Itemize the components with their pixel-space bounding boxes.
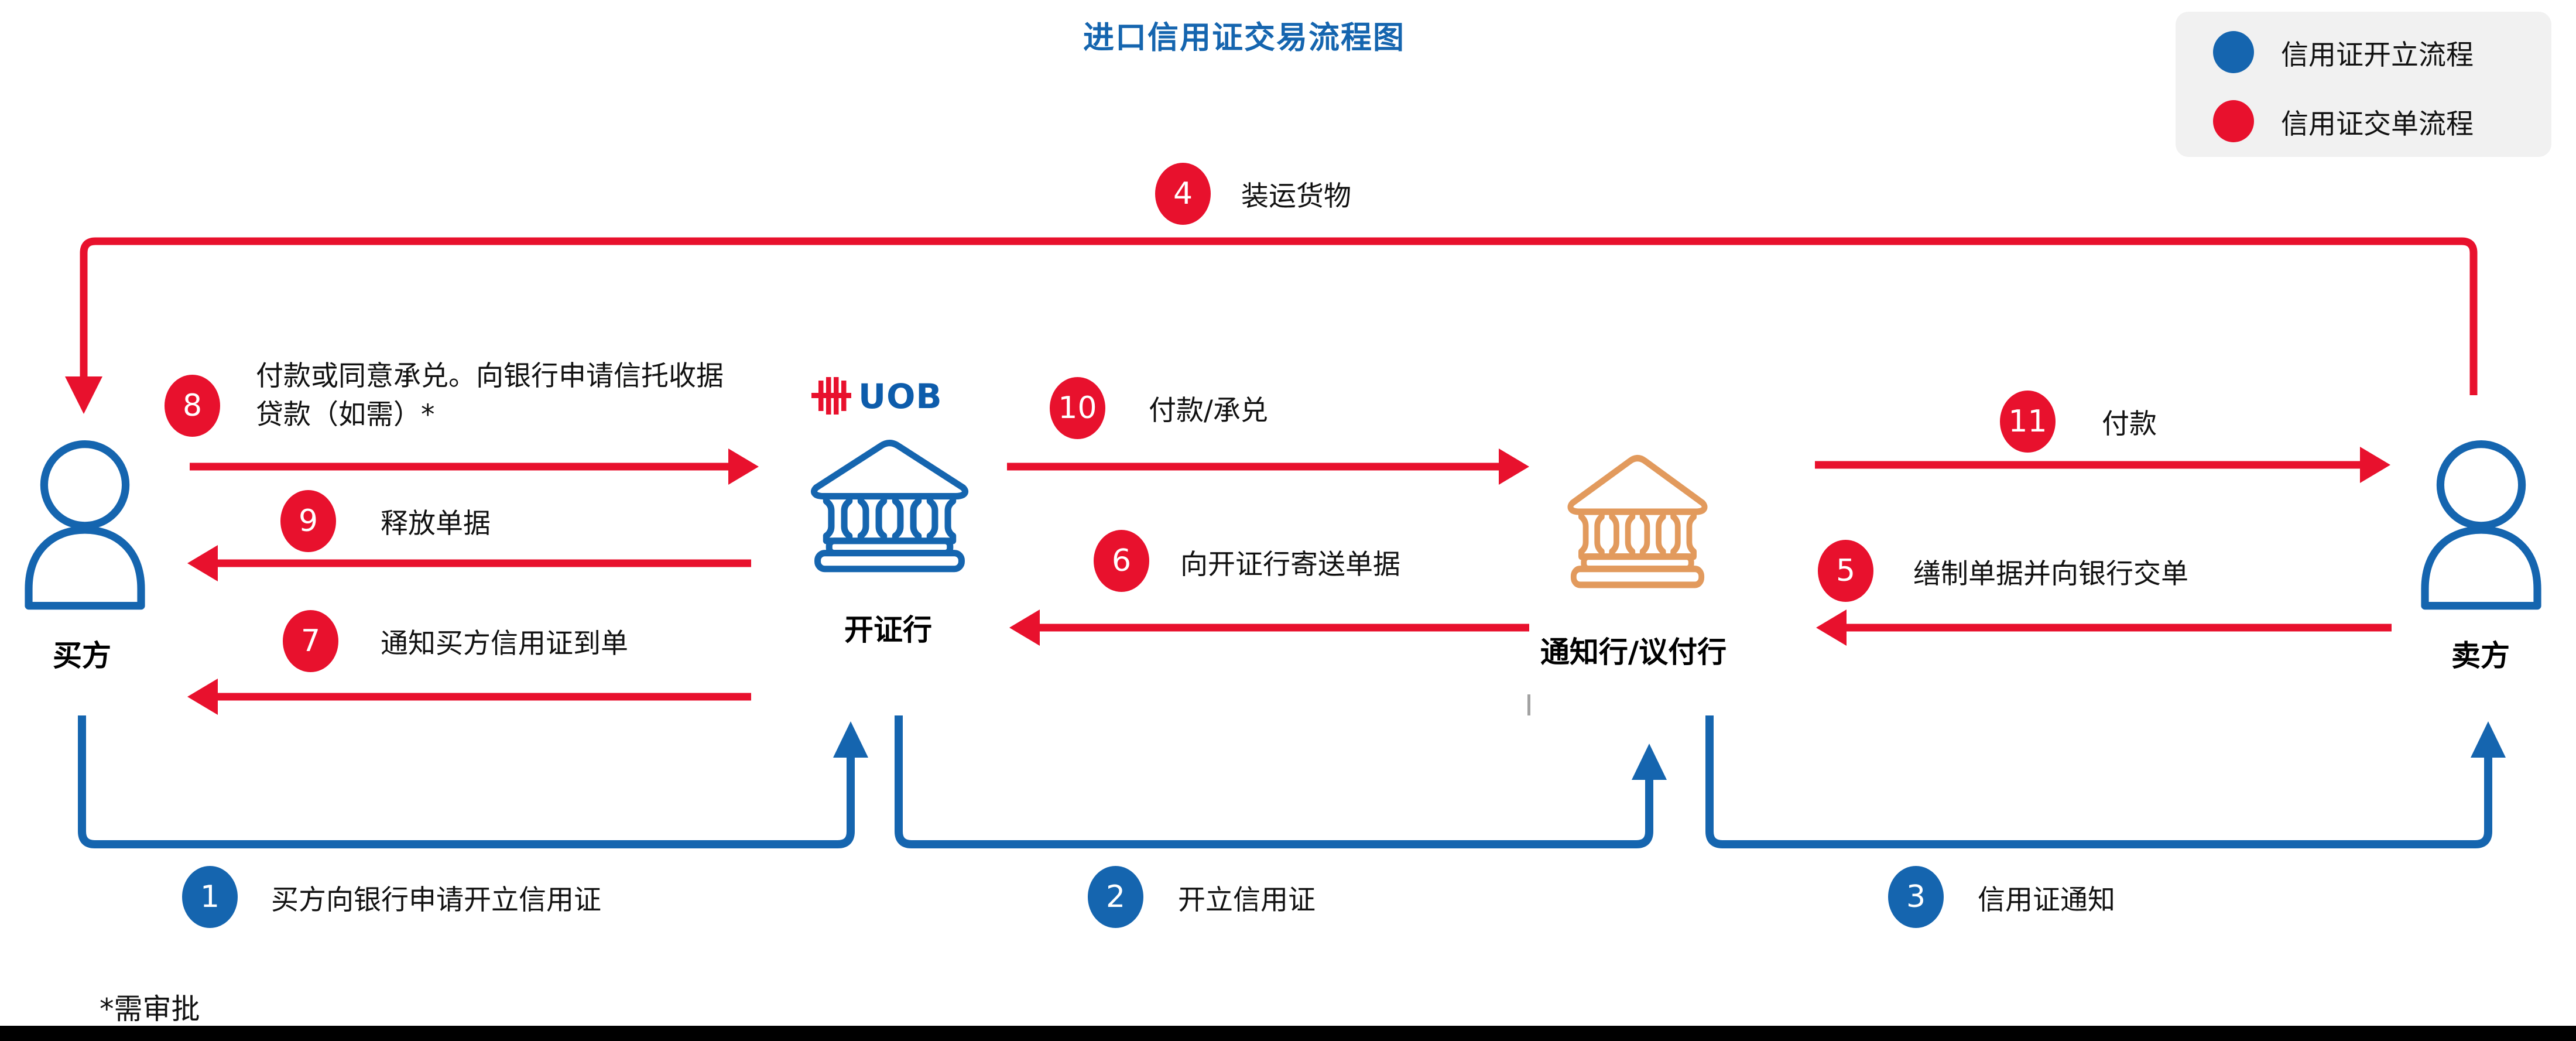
arrow-step-3 xyxy=(1705,715,2492,848)
step-label-5: 缮制单据并向银行交单 xyxy=(1913,558,2188,590)
arrowhead-step-3 xyxy=(2471,721,2506,758)
advising-bank-icon xyxy=(1567,455,1708,588)
uob-logo: UOB xyxy=(811,376,943,416)
step-label-4: 装运货物 xyxy=(1241,180,1351,213)
issuing-bank-label: 开证行 xyxy=(844,613,932,647)
buyer-person-icon xyxy=(25,440,145,610)
arrowhead-step-5 xyxy=(1816,609,1847,646)
step-label-8-line2: 贷款（如需）* xyxy=(256,399,435,431)
uob-logo-mark-icon xyxy=(811,377,851,415)
step-badge-11: 11 xyxy=(2000,391,2056,453)
arrow-step-2 xyxy=(895,715,1653,848)
arrowhead-step-6 xyxy=(1009,609,1040,646)
buyer-label: 买方 xyxy=(53,639,111,673)
arrowhead-step-2 xyxy=(1632,744,1667,780)
step-label-7: 通知买方信用证到单 xyxy=(381,628,628,660)
step-badge-3: 3 xyxy=(1888,866,1944,928)
legend: 信用证开立流程 信用证交单流程 xyxy=(2176,12,2551,157)
arrowhead-step-7 xyxy=(187,679,218,715)
legend-item-presentation: 信用证交单流程 xyxy=(2213,96,2551,146)
legend-label-presentation: 信用证交单流程 xyxy=(2281,108,2474,141)
arrow-step-4 xyxy=(80,237,2478,395)
step-badge-1: 1 xyxy=(182,866,238,928)
step-label-10: 付款/承兑 xyxy=(1149,395,1268,427)
arrowhead-step-9 xyxy=(187,545,218,581)
step-label-3: 信用证通知 xyxy=(1978,884,2115,916)
step-badge-10: 10 xyxy=(1050,377,1105,439)
issuing-bank-icon xyxy=(810,440,969,573)
step-badge-5: 5 xyxy=(1818,540,1873,602)
step-label-11: 付款 xyxy=(2102,408,2157,440)
arrowhead-step-10 xyxy=(1499,448,1529,485)
seller-label: 卖方 xyxy=(2451,639,2510,673)
arrowhead-step-8 xyxy=(728,448,759,485)
arrowhead-step-1 xyxy=(833,721,868,758)
seller-person-icon xyxy=(2421,440,2541,610)
tick-mark xyxy=(1527,694,1530,715)
advising-bank-label: 通知行/议付行 xyxy=(1540,635,1727,669)
legend-dot-blue-icon xyxy=(2213,31,2254,73)
page-title: 进口信用证交易流程图 xyxy=(1083,20,1405,56)
step-badge-7: 7 xyxy=(283,610,338,672)
arrow-step-1 xyxy=(78,715,855,848)
legend-item-opening: 信用证开立流程 xyxy=(2213,27,2551,77)
step-label-2: 开立信用证 xyxy=(1178,884,1316,916)
bottom-bar xyxy=(0,1026,2576,1041)
step-label-6: 向开证行寄送单据 xyxy=(1180,549,1400,581)
step-badge-2: 2 xyxy=(1088,866,1143,928)
step-label-9: 释放单据 xyxy=(381,508,491,540)
arrowhead-step-11 xyxy=(2360,447,2390,483)
step-badge-9: 9 xyxy=(280,490,336,552)
arrowhead-step-4 xyxy=(65,376,102,414)
step-badge-4: 4 xyxy=(1155,163,1211,225)
step-badge-8: 8 xyxy=(165,375,220,437)
uob-logo-text: UOB xyxy=(858,376,943,416)
step-label-8-line1: 付款或同意承兑。向银行申请信托收据 xyxy=(256,360,724,392)
step-label-8: 付款或同意承兑。向银行申请信托收据 贷款（如需）* xyxy=(256,357,724,434)
legend-dot-red-icon xyxy=(2213,100,2254,142)
step-badge-6: 6 xyxy=(1094,530,1149,592)
legend-label-opening: 信用证开立流程 xyxy=(2281,39,2474,71)
step-label-1: 买方向银行申请开立信用证 xyxy=(271,884,601,916)
footnote: *需审批 xyxy=(100,992,200,1026)
